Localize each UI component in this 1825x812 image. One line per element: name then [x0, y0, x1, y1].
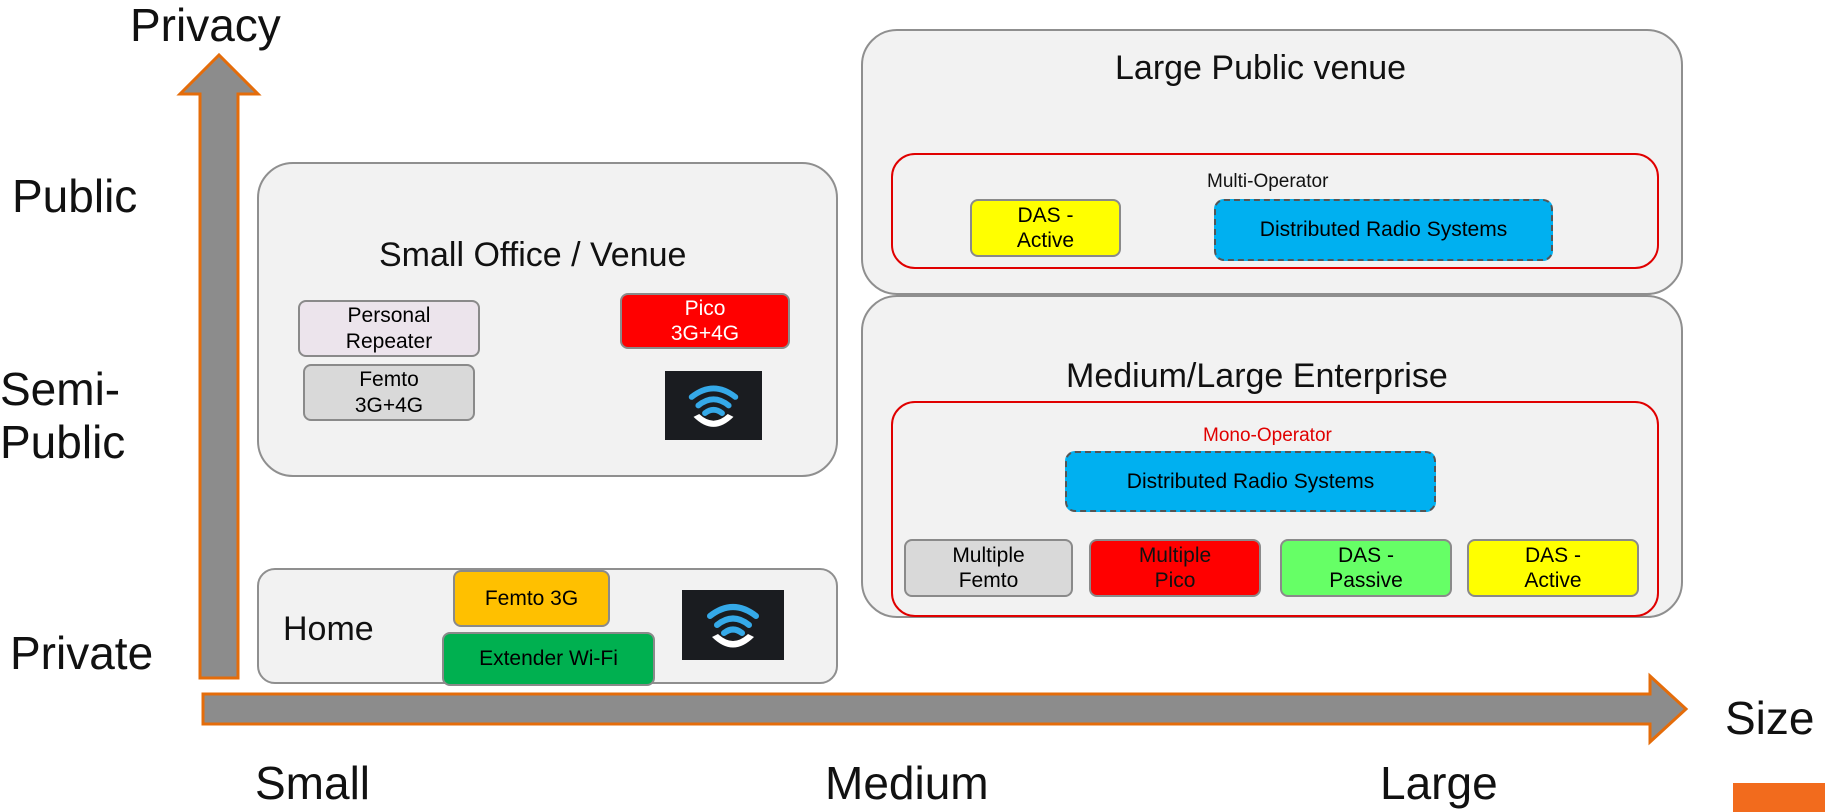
mono-operator-label: Mono-Operator	[1203, 425, 1332, 446]
size-small: Small	[255, 757, 371, 809]
wifi-calling-icon	[682, 590, 784, 660]
home-title: Home	[283, 610, 374, 648]
large-public-title: Large Public venue	[1115, 49, 1407, 87]
enterprise-title: Medium/Large Enterprise	[1066, 357, 1448, 395]
level-public: Public	[12, 170, 138, 222]
multiple-femto-chip: Multiple Femto	[904, 539, 1073, 597]
x-axis-arrow	[201, 672, 1689, 746]
level-semi-public: Semi- Public	[0, 363, 126, 468]
mono-operator-frame: Mono-Operator	[891, 401, 1659, 617]
das-active-chip: DAS - Active	[970, 199, 1121, 257]
size-large: Large	[1380, 757, 1498, 809]
multi-operator-label: Multi-Operator	[1207, 171, 1329, 192]
y-axis-title: Privacy	[130, 0, 281, 51]
level-private: Private	[10, 627, 154, 679]
x-axis-title: Size	[1725, 692, 1815, 744]
personal-repeater-chip: Personal Repeater	[298, 300, 480, 357]
femto-3g-chip: Femto 3G	[453, 570, 610, 627]
corner-accent	[1733, 783, 1825, 812]
multi-operator-frame: Multi-Operator	[891, 153, 1659, 269]
das-active-chip: DAS - Active	[1467, 539, 1639, 597]
extender-wifi-chip: Extender Wi-Fi	[442, 632, 655, 686]
size-medium: Medium	[825, 757, 989, 809]
wifi-calling-icon	[665, 371, 762, 440]
das-passive-chip: DAS - Passive	[1280, 539, 1452, 597]
y-axis-arrow	[176, 52, 262, 680]
distributed-radio-systems-chip: Distributed Radio Systems	[1065, 451, 1436, 512]
multiple-pico-chip: Multiple Pico	[1089, 539, 1261, 597]
femto-3g4g-chip: Femto 3G+4G	[303, 364, 475, 421]
pico-3g4g-chip: Pico 3G+4G	[620, 293, 790, 349]
distributed-radio-systems-chip: Distributed Radio Systems	[1214, 199, 1553, 261]
small-office-title: Small Office / Venue	[379, 236, 687, 274]
